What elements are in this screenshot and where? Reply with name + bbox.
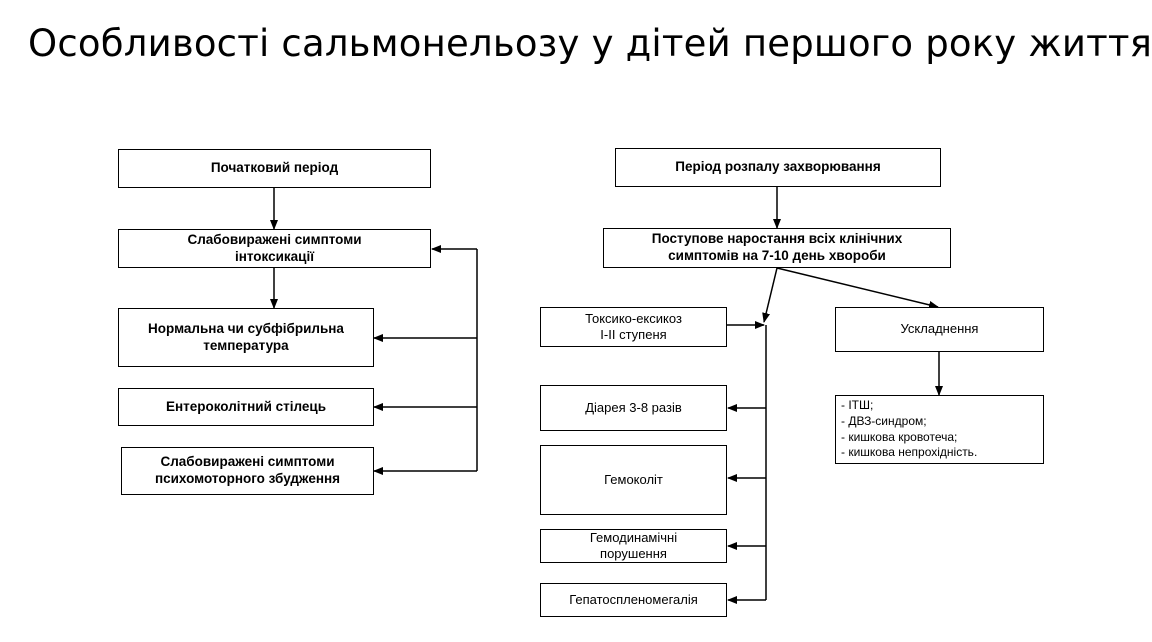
temperature-box: Нормальна чи субфібрильна температура — [118, 308, 374, 367]
intoxication-label: Слабовиражені симптоми інтоксикації — [187, 231, 362, 264]
complications-list-box: - ІТШ; - ДВЗ-синдром; - кишкова кровотеч… — [835, 395, 1044, 464]
peak-period-label: Період розпалу захворювання — [675, 159, 881, 175]
psychomotor-label: Слабовиражені симптоми психомоторного зб… — [154, 454, 341, 486]
diarrhea-box: Діарея 3-8 разів — [540, 385, 727, 431]
hemodynamic-label: Гемодинамічні порушення — [589, 529, 678, 561]
hemodynamic-box: Гемодинамічні порушення — [540, 529, 727, 563]
hemocolitis-box: Гемоколіт — [540, 445, 727, 515]
complications-box: Ускладнення — [835, 307, 1044, 352]
temperature-label: Нормальна чи субфібрильна температура — [148, 320, 344, 353]
stool-box: Ентероколітний стілець — [118, 388, 374, 426]
progression-label: Поступове наростання всіх клінічних симп… — [651, 231, 903, 263]
toxicosis-box: Токсико-ексикоз I-II ступеня — [540, 307, 727, 347]
peak-period-box: Період розпалу захворювання — [615, 148, 941, 187]
toxicosis-label: Токсико-ексикоз I-II ступеня — [585, 310, 682, 342]
initial-period-box: Початковий період — [118, 149, 431, 188]
arrow-progression-to-complications — [776, 267, 939, 309]
diarrhea-label: Діарея 3-8 разів — [585, 399, 682, 415]
initial-period-label: Початковий період — [210, 160, 339, 176]
complications-label: Ускладнення — [900, 321, 979, 337]
slide-title: Особливості сальмонельозу у дітей першог… — [28, 22, 1152, 65]
hepatosplenomegaly-box: Гепатоспленомегалія — [540, 583, 727, 617]
stool-label: Ентероколітний стілець — [165, 398, 327, 414]
complications-list-text: - ІТШ; - ДВЗ-синдром; - кишкова кровотеч… — [841, 398, 978, 460]
hemocolitis-label: Гемоколіт — [604, 471, 663, 487]
intoxication-box: Слабовиражені симптоми інтоксикації — [118, 229, 431, 268]
psychomotor-box: Слабовиражені симптоми психомоторного зб… — [121, 447, 374, 495]
arrow-progression-to-bus — [762, 267, 778, 323]
progression-box: Поступове наростання всіх клінічних симп… — [603, 228, 951, 268]
hepatosplenomegaly-label: Гепатоспленомегалія — [569, 591, 698, 607]
